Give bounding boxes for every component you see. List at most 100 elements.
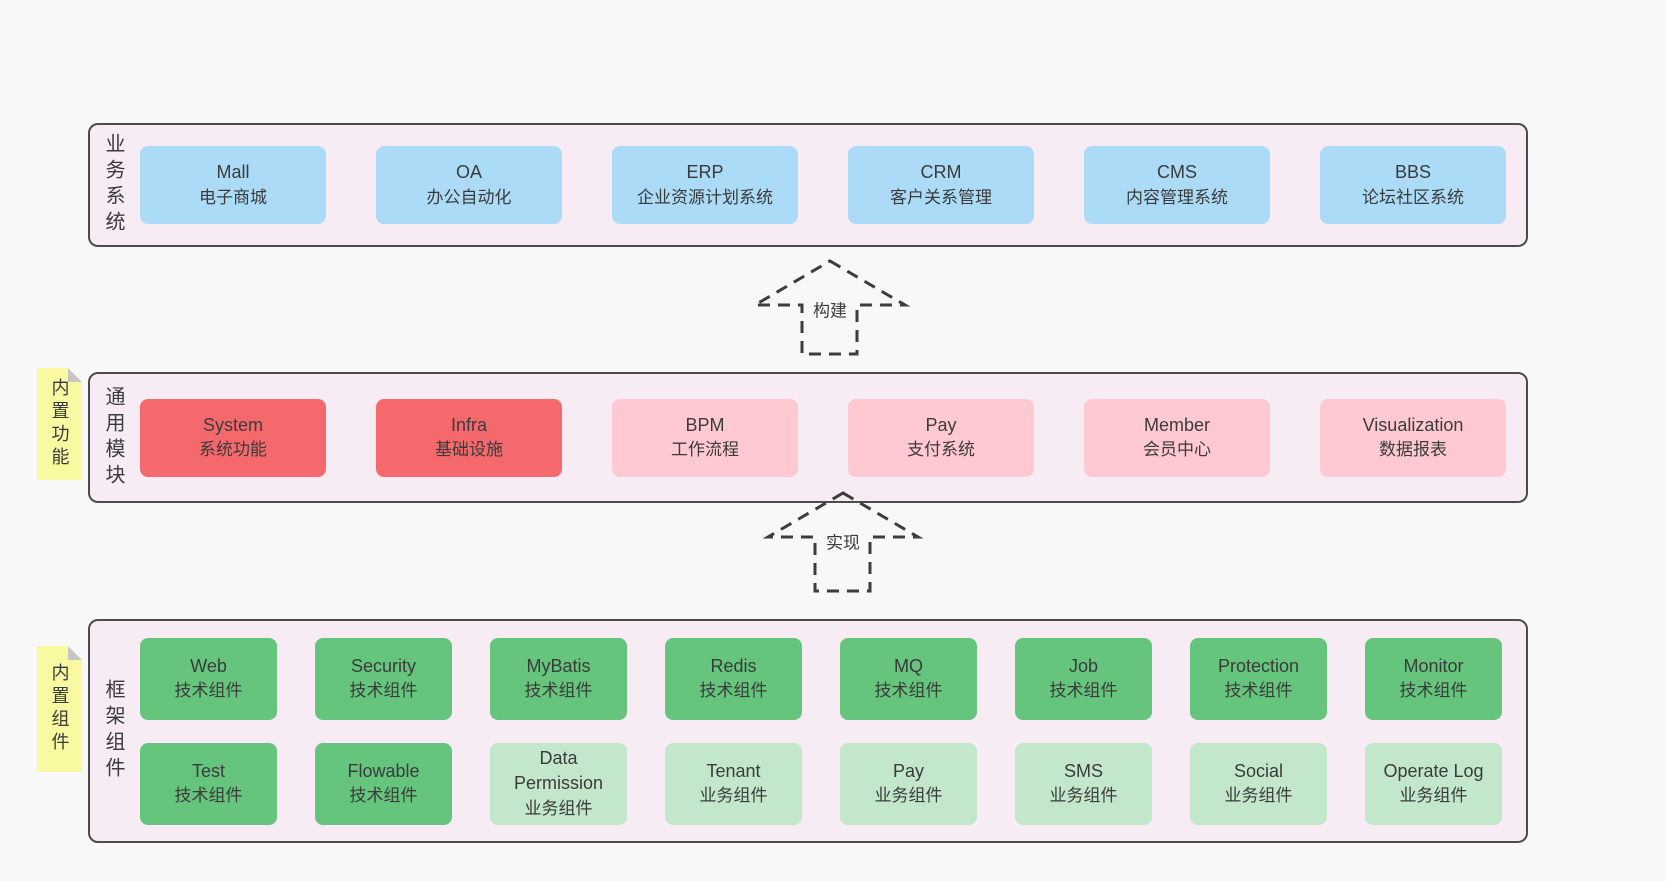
box-system: System 系统功能 [140, 398, 326, 477]
band-framework-components: 框架组件 Web 技术组件 Security 技术组件 MyBatis 技术组件… [88, 619, 1528, 843]
box-mq: MQ 技术组件 [840, 637, 977, 720]
box-title: MQ [894, 655, 923, 676]
box-sms: SMS 业务组件 [1015, 742, 1152, 825]
arrow-implement-label: 实现 [821, 526, 865, 556]
box-title: Flowable [347, 760, 420, 781]
box-title: Infra [450, 414, 488, 435]
dashed-up-arrow-icon [749, 259, 911, 356]
box-title: CRM [920, 162, 962, 183]
modules-boxes-row: System 系统功能 Infra 基础设施 BPM 工作流程 Pay 支付系统… [140, 398, 1506, 477]
box-member: Member 会员中心 [1084, 398, 1270, 477]
box-infra: Infra 基础设施 [376, 398, 562, 477]
box-subtitle: 技术组件 [524, 681, 593, 701]
box-subtitle: 数据报表 [1379, 440, 1447, 460]
box-title: Redis [710, 655, 757, 676]
box-subtitle: 工作流程 [671, 440, 739, 460]
box-social: Social 业务组件 [1190, 742, 1327, 825]
box-title: MyBatis [526, 655, 591, 676]
note-built-in-features-label: 内置功能 [49, 378, 70, 470]
box-mall: Mall 电子商城 [140, 146, 326, 224]
band-common-modules: 通用模块 System 系统功能 Infra 基础设施 BPM 工作流程 Pay… [88, 372, 1528, 503]
box-crm: CRM 客户关系管理 [848, 146, 1034, 224]
box-title: Member [1143, 414, 1210, 435]
box-flowable: Flowable 技术组件 [315, 742, 452, 825]
note-built-in-components-label: 内置组件 [49, 663, 70, 755]
box-monitor: Monitor 技术组件 [1365, 637, 1502, 720]
note-built-in-features: 内置功能 [37, 368, 82, 480]
arrow-implement: 实现 [758, 489, 928, 594]
box-subtitle: 电子商城 [199, 187, 267, 207]
box-pay-business: Pay 业务组件 [840, 742, 977, 825]
box-bbs: BBS 论坛社区系统 [1320, 146, 1506, 224]
box-title: SMS [1063, 760, 1103, 781]
box-subtitle: 内容管理系统 [1126, 187, 1228, 207]
box-cms: CMS 内容管理系统 [1084, 146, 1270, 224]
box-oa: OA 办公自动化 [376, 146, 562, 224]
box-subtitle: 会员中心 [1143, 440, 1211, 460]
box-title: Mall [216, 162, 250, 183]
box-mybatis: MyBatis 技术组件 [490, 637, 627, 720]
box-subtitle: 技术组件 [1399, 681, 1468, 701]
framework-row-1: Web 技术组件 Security 技术组件 MyBatis 技术组件 Redi… [140, 637, 1502, 720]
box-bpm: BPM 工作流程 [612, 398, 798, 477]
box-visualization: Visualization 数据报表 [1320, 398, 1506, 477]
arrow-build: 构建 [745, 257, 915, 357]
box-subtitle: 业务组件 [1224, 786, 1293, 806]
box-title: Social [1233, 760, 1284, 781]
box-protection: Protection 技术组件 [1190, 637, 1327, 720]
box-subtitle: 技术组件 [349, 786, 418, 806]
box-subtitle: 技术组件 [1049, 681, 1118, 701]
box-title: Pay [892, 760, 925, 781]
box-subtitle: 技术组件 [174, 786, 243, 806]
box-title: Data Permission [513, 747, 604, 794]
box-title: Web [190, 655, 227, 676]
business-boxes-row: Mall 电子商城 OA 办公自动化 ERP 企业资源计划系统 CRM 客户关系… [140, 146, 1506, 224]
box-title: Protection [1217, 655, 1300, 676]
box-subtitle: 基础设施 [435, 440, 503, 460]
band-modules-label: 通用模块 [102, 385, 124, 490]
box-security: Security 技术组件 [315, 637, 452, 720]
box-subtitle: 业务组件 [1049, 786, 1118, 806]
band-business-systems: 业务系统 Mall 电子商城 OA 办公自动化 ERP 企业资源计划系统 CRM… [88, 123, 1528, 247]
box-title: System [202, 414, 263, 435]
box-subtitle: 客户关系管理 [890, 187, 992, 207]
band-business-label: 业务系统 [102, 133, 124, 237]
box-title: BPM [685, 414, 725, 435]
box-tenant: Tenant 业务组件 [665, 742, 802, 825]
box-subtitle: 业务组件 [524, 798, 593, 818]
framework-boxes-grid: Web 技术组件 Security 技术组件 MyBatis 技术组件 Redi… [140, 637, 1502, 825]
note-built-in-components: 内置组件 [37, 646, 82, 772]
box-title: ERP [686, 162, 724, 183]
box-subtitle: 业务组件 [874, 786, 943, 806]
box-subtitle: 业务组件 [699, 786, 768, 806]
box-web: Web 技术组件 [140, 637, 277, 720]
box-title: Operate Log [1383, 760, 1484, 781]
box-title: Security [350, 655, 417, 676]
box-data-permission: Data Permission 业务组件 [490, 742, 627, 825]
box-subtitle: 企业资源计划系统 [637, 187, 773, 207]
box-subtitle: 技术组件 [699, 681, 768, 701]
box-redis: Redis 技术组件 [665, 637, 802, 720]
box-subtitle: 技术组件 [1224, 681, 1293, 701]
box-title: Tenant [706, 760, 761, 781]
box-subtitle: 论坛社区系统 [1362, 187, 1464, 207]
box-subtitle: 业务组件 [1399, 786, 1468, 806]
box-subtitle: 技术组件 [349, 681, 418, 701]
box-title: BBS [1394, 162, 1432, 183]
box-subtitle: 支付系统 [907, 440, 975, 460]
box-pay: Pay 支付系统 [848, 398, 1034, 477]
box-subtitle: 办公自动化 [426, 187, 512, 207]
box-title: Pay [925, 414, 957, 435]
box-job: Job 技术组件 [1015, 637, 1152, 720]
box-subtitle: 技术组件 [874, 681, 943, 701]
box-subtitle: 技术组件 [174, 681, 243, 701]
box-subtitle: 系统功能 [199, 440, 267, 460]
box-title: OA [455, 162, 482, 183]
box-title: Job [1068, 655, 1099, 676]
framework-row-2: Test 技术组件 Flowable 技术组件 Data Permission … [140, 742, 1502, 825]
box-title: CMS [1157, 162, 1197, 183]
box-title: Monitor [1403, 655, 1464, 676]
box-title: Test [191, 760, 225, 781]
arrow-build-label: 构建 [808, 294, 852, 324]
